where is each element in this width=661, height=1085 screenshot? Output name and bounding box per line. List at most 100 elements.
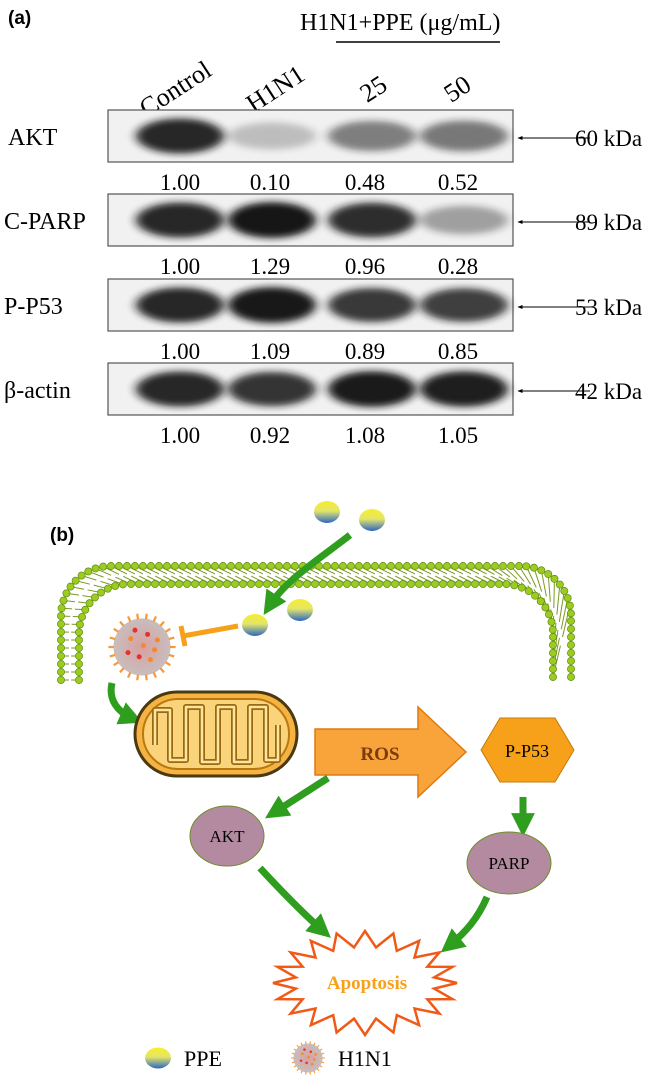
densitometry-value: 0.10 xyxy=(250,170,290,195)
lipid-head xyxy=(567,657,575,665)
lipid-head xyxy=(251,562,259,570)
lipid-head xyxy=(550,574,559,583)
lipid-head xyxy=(363,562,371,570)
ppe-molecule xyxy=(314,501,340,523)
blot-band xyxy=(136,118,224,154)
lipid-head xyxy=(203,562,211,570)
protein-label: AKT xyxy=(8,125,58,151)
lipid-head xyxy=(548,625,557,634)
lipid-head xyxy=(387,562,395,570)
blot-band xyxy=(136,371,224,407)
lipid-head xyxy=(135,580,143,588)
lipid-head xyxy=(435,562,443,570)
lipid-head xyxy=(567,625,575,633)
lipid-head xyxy=(167,580,175,588)
lipid-head xyxy=(323,562,331,570)
p53-node xyxy=(480,717,575,783)
lipid-head xyxy=(239,580,247,588)
lipid-head xyxy=(57,636,65,644)
lipid-head xyxy=(263,580,271,588)
lipid-head xyxy=(537,566,546,575)
lipid-head xyxy=(403,562,411,570)
lipid-tail xyxy=(556,584,561,615)
protein-label: β-actin xyxy=(4,378,71,404)
treatment-header: H1N1+PPE (μg/mL) xyxy=(300,10,500,36)
lipid-head xyxy=(507,562,515,570)
lipid-head xyxy=(62,589,71,598)
lipid-tail xyxy=(540,570,547,597)
lipid-head xyxy=(78,612,86,621)
lipid-head xyxy=(567,673,575,681)
lipid-head xyxy=(547,617,556,626)
lipid-head xyxy=(259,562,267,570)
densitometry-value: 0.85 xyxy=(438,339,478,364)
lipid-head xyxy=(267,562,275,570)
molecular-weight-label: 60 kDa xyxy=(575,126,642,151)
lipid-head xyxy=(536,597,545,606)
lipid-head xyxy=(517,583,526,592)
lipid-head xyxy=(99,562,108,571)
legend-h1n1-icon xyxy=(291,1041,325,1075)
lipid-head xyxy=(59,596,68,605)
blot-band xyxy=(228,122,316,150)
lipid-tail xyxy=(558,590,565,622)
blot-band xyxy=(136,202,224,238)
lipid-head xyxy=(343,580,351,588)
legend-h1n1-label: H1N1 xyxy=(338,1046,392,1071)
akt-to-apoptosis-arrow xyxy=(257,865,331,938)
blot-band xyxy=(228,287,316,323)
lipid-tail xyxy=(547,574,551,602)
legend: PPE H1N1 xyxy=(145,1041,392,1075)
densitometry-value: 1.00 xyxy=(160,254,200,279)
densitometry-value: 0.96 xyxy=(345,254,385,279)
lipid-head xyxy=(566,609,575,618)
lipid-head xyxy=(179,562,187,570)
parp-to-apoptosis-arrow xyxy=(440,895,491,953)
akt-node xyxy=(189,805,265,867)
lipid-head xyxy=(75,660,83,668)
lipid-head xyxy=(319,580,327,588)
lipid-head xyxy=(567,649,575,657)
lipid-head xyxy=(191,580,199,588)
lipid-head xyxy=(66,582,75,591)
lipid-head xyxy=(549,673,557,681)
protein-label: C-PARP xyxy=(4,209,86,235)
lipid-head xyxy=(541,603,550,612)
lipid-head xyxy=(407,580,415,588)
lipid-head xyxy=(97,588,105,597)
blot-band xyxy=(228,371,316,407)
lipid-head xyxy=(549,641,557,649)
lipid-head xyxy=(495,580,503,588)
lipid-tail xyxy=(553,578,555,608)
lipid-head xyxy=(111,581,120,590)
densitometry-value: 1.00 xyxy=(160,170,200,195)
lipid-head xyxy=(127,580,135,588)
lipid-head xyxy=(175,580,183,588)
protein-label: P-P53 xyxy=(4,294,63,320)
ros-to-akt-arrow xyxy=(264,775,330,819)
lipid-head xyxy=(447,580,455,588)
lipid-head xyxy=(463,580,471,588)
lipid-head xyxy=(303,580,311,588)
lipid-head xyxy=(544,570,553,579)
lipid-head xyxy=(85,599,94,608)
lipid-head xyxy=(567,665,575,673)
lipid-head xyxy=(291,562,299,570)
lipid-head xyxy=(84,567,93,576)
lipid-head xyxy=(75,676,83,684)
lipid-head xyxy=(118,580,127,589)
densitometry-value: 1.08 xyxy=(345,423,385,448)
parp-label: PARP xyxy=(489,854,530,873)
lipid-head xyxy=(247,580,255,588)
lipid-head xyxy=(555,580,564,589)
lipid-head xyxy=(339,562,347,570)
ros-arrow xyxy=(314,705,468,799)
lipid-head xyxy=(295,580,303,588)
lipid-head xyxy=(439,580,447,588)
lipid-head xyxy=(75,636,83,644)
virus-to-mito-arrow xyxy=(107,682,143,725)
